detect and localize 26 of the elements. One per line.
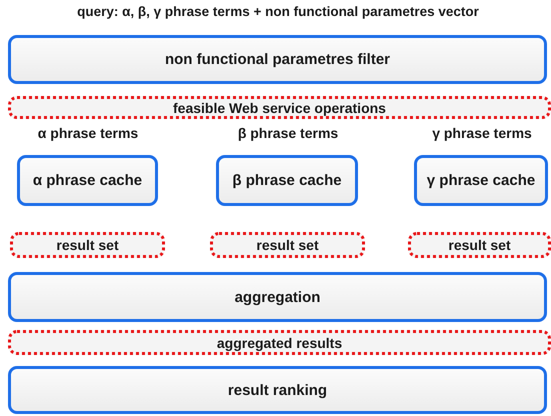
query-text: query: α, β, γ phrase terms + non functional parametres vector: [77, 4, 479, 19]
process-box: [8, 35, 547, 84]
column-heading: β phrase terms: [238, 125, 338, 141]
box-label: α phrase cache: [32, 172, 142, 189]
box-label: result ranking: [228, 382, 328, 398]
column-heading: α phrase terms: [38, 125, 138, 141]
data-box: [8, 330, 551, 355]
box-label: result set: [56, 237, 119, 253]
process-box: [216, 155, 358, 206]
process-box: [17, 155, 158, 206]
process-box: [414, 155, 548, 206]
data-box: [8, 96, 551, 119]
process-box: [8, 272, 547, 322]
box-label: result set: [448, 237, 511, 253]
column-heading: γ phrase terms: [432, 125, 532, 141]
box-label: feasible Web service operations: [173, 100, 386, 116]
box-label: γ phrase cache: [426, 172, 536, 189]
process-box: [8, 366, 547, 414]
box-label: non functional parametres filter: [164, 51, 390, 68]
data-box: [210, 232, 365, 258]
box-label: aggregation: [234, 288, 320, 306]
box-label: result set: [256, 237, 319, 253]
data-box: [408, 232, 551, 258]
box-label: β phrase cache: [232, 172, 342, 189]
box-label: aggregated results: [216, 334, 342, 350]
data-box: [10, 232, 165, 258]
